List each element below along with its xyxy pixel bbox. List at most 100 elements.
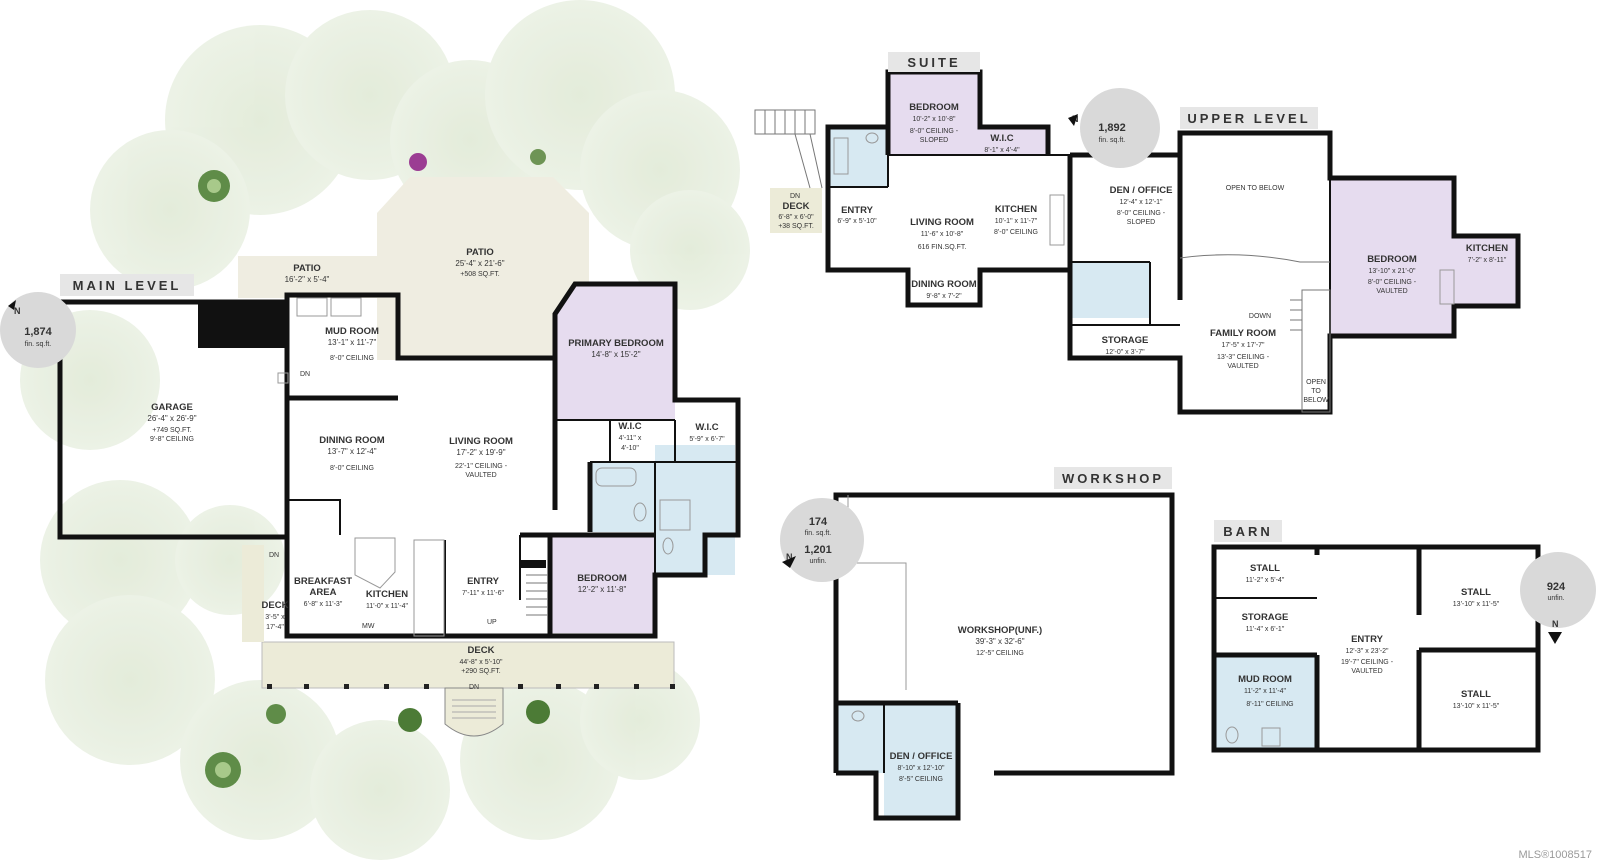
rooms-primary-bedroom-name-text: PRIMARY BEDROOM — [568, 338, 664, 349]
rooms-wic-main2-name-text: W.I.C — [695, 422, 718, 433]
rooms-den-upper-name-text: DEN / OFFICE — [1110, 185, 1173, 196]
rooms-upper-bedroom-extra1-text: 8'-0" CEILING - — [1368, 279, 1417, 286]
suite-plan — [754, 69, 1073, 308]
badges-workshop-unfin-unit-text: unfin. — [809, 558, 826, 565]
rooms-suite-living-name-text: LIVING ROOM — [910, 217, 974, 228]
barn-title: BARN — [1214, 520, 1282, 542]
rooms-deck-side-dim2-text: 17'-4" — [266, 624, 284, 631]
rooms-barn-storage-dim-text: 11'-4" x 6'-1" — [1246, 626, 1285, 633]
main-level-label: MAIN LEVEL — [73, 278, 182, 293]
suite-living-label: LIVING ROOM 11'-6" x 10'-8" 616 FIN.SQ.F… — [910, 217, 974, 251]
rooms-living-room-extra2-text: VAULTED — [465, 472, 496, 479]
barn-entry-label: ENTRY 12'-3" x 23'-2" 19'-7" CEILING - V… — [1341, 634, 1394, 675]
rooms-barn-mud-name-text: MUD ROOM — [1238, 674, 1292, 685]
family-room-label: FAMILY ROOM 17'-5" x 17'-7" 13'-3" CEILI… — [1210, 328, 1276, 370]
levels-upper-text: UPPER LEVEL — [1187, 111, 1310, 126]
rooms-wic-main1-dim2-text: 4'-10" — [621, 445, 639, 452]
rooms-breakfast-dim-text: 6'-8" x 11'-3" — [304, 601, 343, 608]
workshop-area-badge: 174 fin. sq.ft. 1,201 unfin. N — [780, 498, 864, 582]
foliage-background — [20, 0, 750, 860]
down-marker: DOWN — [1249, 313, 1271, 320]
den-upper-label: DEN / OFFICE 12'-4" x 12'-1" 8'-0" CEILI… — [1110, 185, 1173, 226]
rooms-living-room-name-text: LIVING ROOM — [449, 436, 513, 447]
rooms-entry-main-name-text: ENTRY — [467, 576, 500, 587]
garage-dark-block — [198, 302, 287, 348]
rooms-garage-extra1-text: +749 SQ.FT. — [152, 427, 192, 434]
rooms-suite-bedroom-name-text: BEDROOM — [909, 102, 959, 113]
rooms-deck-side-name-text: DECK — [262, 600, 289, 611]
barn-stall-b-label: STALL 13'-10" x 11'-5" — [1453, 587, 1500, 608]
barn-storage-label: STORAGE 11'-4" x 6'-1" — [1242, 612, 1289, 633]
north-arrow-icon: N — [786, 552, 793, 562]
suite-wic-label: W.I.C 8'-1" x 4'-4" — [984, 133, 1020, 154]
plant-icons — [198, 149, 550, 788]
suite-deck-label: DECK 6'-8" x 6'-0" +38 SQ.FT. — [778, 201, 814, 230]
kitchen-main-label: KITCHEN 11'-0" x 11'-4" — [366, 589, 409, 610]
patio-large — [377, 177, 589, 360]
open-to-below-small-label: OPEN TO BELOW — [1303, 379, 1329, 404]
rooms-wic-main1-dim-text: 4'-11" x — [619, 435, 642, 442]
rooms-barn-stall-c-dim-text: 13'-10" x 11'-5" — [1453, 703, 1500, 710]
rooms-barn-mud-extra1-text: 8'-11" CEILING — [1246, 701, 1293, 708]
rooms-workshop-den-extra1-text: 8'-5" CEILING — [899, 776, 943, 783]
rooms-patio-small-name-text: PATIO — [293, 263, 321, 274]
rooms-patio-small-dim-text: 16'-2" x 5'-4" — [285, 275, 330, 284]
rooms-patio-large-dim-text: 25'-4" x 21'-6" — [455, 259, 504, 268]
rooms-suite-kitchen-name-text: KITCHEN — [995, 204, 1037, 215]
rooms-deck-front-name-text: DECK — [468, 645, 495, 656]
upper-level-plan — [1067, 130, 1521, 415]
rooms-barn-stall-a-name-text: STALL — [1250, 563, 1280, 574]
barn-stall-c-label: STALL 13'-10" x 11'-5" — [1453, 689, 1500, 710]
rooms-deck-front-dim-text: 44'-8" x 5'-10" — [459, 659, 503, 666]
rooms-suite-deck-extra1-text: +38 SQ.FT. — [778, 223, 814, 230]
rooms-den-upper-dim-text: 12'-4" x 12'-1" — [1119, 199, 1163, 206]
rooms-suite-wic-dim-text: 8'-1" x 4'-4" — [984, 147, 1020, 154]
mud-room-label: MUD ROOM 13'-1" x 11'-7" 8'-0" CEILING — [325, 326, 379, 362]
rooms-bedroom-main-dim-text: 12'-2" x 11'-8" — [578, 585, 627, 594]
rooms-suite-kitchen-extra1-text: 8'-0" CEILING — [994, 229, 1038, 236]
rooms-workshop-room-name-text: WORKSHOP(UNF.) — [958, 625, 1042, 636]
rooms-family-room-extra1-text: 13'-3" CEILING - — [1217, 354, 1270, 361]
north-arrow-icon: N — [14, 306, 21, 316]
rooms-suite-kitchen-dim-text: 10'-1" x 11'-7" — [995, 218, 1038, 225]
upper-bedroom-label: BEDROOM 13'-10" x 21'-0" 8'-0" CEILING -… — [1367, 254, 1417, 295]
rooms-mud-room-extra1-text: 8'-0" CEILING — [330, 355, 374, 362]
workshop-plan — [833, 492, 1175, 821]
workshop-room-label: WORKSHOP(UNF.) 39'-3" x 32'-6" 12'-5" CE… — [958, 625, 1042, 657]
entry-main-label: ENTRY 7'-11" x 11'-6" — [462, 576, 505, 597]
rooms-open-below-small-line3-text: BELOW — [1303, 397, 1329, 404]
rooms-suite-entry-dim-text: 6'-9" x 5'-10" — [837, 218, 877, 225]
badges-barn-value-text: 924 — [1547, 581, 1566, 593]
rooms-suite-dining-name-text: DINING ROOM — [911, 279, 977, 290]
rooms-kitchen-main-dim-text: 11'-0" x 11'-4" — [366, 603, 409, 610]
rooms-suite-wic-name-text: W.I.C — [990, 133, 1013, 144]
rooms-family-room-name-text: FAMILY ROOM — [1210, 328, 1276, 339]
levels-workshop-text: WORKSHOP — [1062, 471, 1164, 486]
rooms-open-below-small-line2-text: TO — [1311, 388, 1321, 395]
suite-dn-marker: DN — [790, 193, 800, 200]
bath-main-fill-2 — [655, 445, 735, 575]
rooms-storage-upper-dim-text: 12'-0" x 3'-7" — [1105, 349, 1145, 356]
rooms-barn-stall-b-dim-text: 13'-10" x 11'-5" — [1453, 601, 1500, 608]
rooms-entry-main-dim-text: 7'-11" x 11'-6" — [462, 590, 505, 597]
rooms-suite-dining-dim-text: 9'-8" x 7'-2" — [926, 293, 962, 300]
primary-bedroom-label: PRIMARY BEDROOM 14'-8" x 15'-2" — [568, 338, 664, 359]
barn-area-badge: 924 unfin. N — [1520, 552, 1596, 644]
bedroom-main-label: BEDROOM 12'-2" x 11'-8" — [577, 573, 627, 594]
badges-workshop-fin-unit-text: fin. sq.ft. — [805, 530, 832, 537]
rooms-workshop-room-extra1-text: 12'-5" CEILING — [976, 650, 1024, 657]
rooms-family-room-dim-text: 17'-5" x 17'-7" — [1221, 342, 1265, 349]
rooms-upper-bedroom-name-text: BEDROOM — [1367, 254, 1417, 265]
main-area-badge: 1,874 fin. sq.ft. N — [0, 292, 76, 368]
rooms-upper-bedroom-dim-text: 13'-10" x 21'-0" — [1369, 268, 1416, 275]
rooms-suite-bedroom-extra1-text: 8'-0" CEILING - — [910, 128, 959, 135]
garage-label: GARAGE 26'-4" x 26'-9" +749 SQ.FT. 9'-8"… — [147, 402, 196, 443]
suite-dining-label: DINING ROOM 9'-8" x 7'-2" — [911, 279, 977, 300]
badges-workshop-fin-value-text: 174 — [809, 516, 828, 528]
rooms-barn-entry-extra2-text: VAULTED — [1351, 668, 1382, 675]
rooms-breakfast-name2-text: AREA — [310, 587, 337, 598]
rooms-family-room-extra2-text: VAULTED — [1227, 363, 1258, 370]
rooms-patio-large-extra1-text: +508 SQ.FT. — [460, 271, 500, 278]
rooms-suite-entry-name-text: ENTRY — [841, 205, 874, 216]
rooms-bedroom-main-name-text: BEDROOM — [577, 573, 627, 584]
